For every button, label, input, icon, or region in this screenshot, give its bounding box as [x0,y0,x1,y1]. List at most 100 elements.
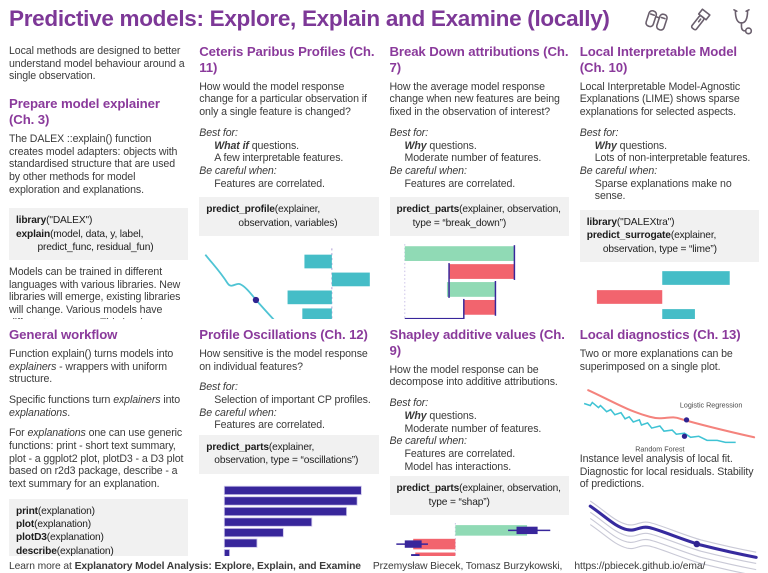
section-intro-prepare: Local methods are designed to better und… [9,39,189,319]
ceteris-paribus-heading: Ceteris Paribus Profiles (Ch. 11) [199,44,375,75]
general-workflow-heading: General workflow [9,327,118,342]
section-profile-oscillations: Profile Oscillations (Ch. 12) How sensit… [199,319,379,556]
cp-chart-svg [204,248,371,319]
cp-profile-line [204,253,275,319]
profile-oscillations-heading: Profile Oscillations (Ch. 12) [199,327,368,342]
lime-bars [596,270,730,319]
stability-observation-dot [693,540,700,548]
best-for-label: Best for: [199,381,238,394]
diagnostics-detail-text: Instance level analysis of local fit. Di… [579,452,754,491]
oscillations-chart-svg [224,485,363,556]
shapley-usage-notes: Best for: Why questions. Moderate number… [390,397,569,473]
prepare-explainer-heading: Prepare model explainer (Ch. 3) [9,96,160,127]
main-profile-line [588,504,758,559]
cp-question-text: How would the model response change for … [199,80,367,119]
careful-when-label: Be careful when: [389,164,467,177]
section-shapley: Shapley additive values (Ch. 9) How the … [389,319,569,556]
break-down-chart [390,242,569,319]
break-down-code-snippet: predict_parts(explainer, observation, ty… [389,197,569,236]
shap-bars [412,524,527,556]
usage-item: Why questions. [404,139,477,152]
best-for-label: Best for: [579,126,619,139]
logistic-regression-label: Logistic Regression [680,402,742,410]
lime-usage-notes: Best for: Why questions. Lots of non-int… [580,127,759,203]
break-down-question-text: How the average model response change wh… [389,80,560,119]
footer: Learn more at Explanatory Model Analysis… [9,561,705,573]
usage-item: Why questions. [404,409,477,422]
usage-item: Moderate number of features. [404,422,542,435]
break-down-usage-notes: Best for: Why questions. Moderate number… [390,127,569,191]
footer-book-link[interactable]: Explanatory Model Analysis: Explore, Exp… [74,560,361,572]
usage-item: Features are correlated. [214,419,325,432]
observation-dots [681,417,689,440]
superimposed-profiles-chart: Logistic Regression Random Forest [580,383,759,454]
lime-code-snippet: library("DALEXtra")predict_surrogate(exp… [579,210,759,262]
generic-functions-code-snippet: print(explanation)plot(explanation)plotD… [9,498,189,556]
random-forest-line [583,401,736,444]
usage-item: Features are correlated. [404,177,516,190]
footer-url-link[interactable]: https://pbiecek.github.io/ema/ [574,560,706,572]
careful-when-label: Be careful when: [199,164,277,177]
break-down-connectors [447,244,515,319]
usage-item: Features are correlated. [214,177,325,190]
footer-prefix-text: Learn more at [9,560,75,572]
binoculars-icon [645,9,668,31]
content-grid: Local methods are designed to better und… [0,37,768,573]
break-down-bars [404,246,514,319]
careful-when-label: Be careful when: [579,164,658,177]
oscillations-chart [199,482,378,556]
lime-chart-svg [596,270,730,319]
flashlight-icon [690,8,711,31]
shap-boxplots [395,526,550,556]
page-title: Predictive models: Explore, Explain and … [9,6,610,31]
usage-item: Model has interactions. [404,460,512,473]
shapley-question-text: How the model response can be decompose … [389,363,558,389]
careful-when-label: Be careful when: [389,435,467,448]
usage-item: Lots of non-interpretable features. [594,152,751,165]
lime-chart [580,268,759,319]
section-lime: Local Interpretable Model (Ch. 10) Local… [579,39,759,319]
section-ceteris-paribus: Ceteris Paribus Profiles (Ch. 11) How wo… [199,39,379,319]
oscillations-bars [224,485,363,556]
careful-when-label: Be careful when: [199,406,277,419]
header-icons [642,5,756,37]
workflow-paragraph: For explanations one can use generic fun… [9,427,184,491]
cp-bars [287,254,371,319]
cp-usage-notes: Best for: What if questions. A few inter… [199,127,378,191]
break-down-chart-svg [403,243,515,319]
prepare-body-text: The DALEX ::explain() function creates m… [9,132,178,196]
best-for-label: Best for: [389,397,429,410]
usage-item: A few interpretable features. [214,152,344,165]
usage-item: Features are correlated. [404,447,516,460]
best-for-label: Best for: [389,126,429,139]
workflow-paragraph: Specific functions turn explainers into … [9,393,181,419]
best-for-label: Best for: [199,126,238,139]
predict-profile-code-snippet: predict_profile(explainer, observation, … [199,197,379,236]
shapley-heading: Shapley additive values (Ch. 9) [389,327,565,358]
superimposed-profiles-svg: Logistic Regression Random Forest [583,389,755,454]
footer-authors-text: Przemysław Biecek, Tomasz Burzykowski, [372,560,563,572]
diagnostics-intro-text: Two or more explanations can be superimp… [579,347,733,373]
lime-heading: Local Interpretable Model (Ch. 10) [579,44,737,75]
local-diagnostics-heading: Local diagnostics (Ch. 13) [579,327,741,342]
usage-item: Why questions. [594,139,667,152]
lime-question-text: Local Interpretable Model-Agnostic Expla… [579,80,741,119]
stethoscope-icon [733,9,753,35]
usage-item: Selection of important CP profiles. [214,393,371,406]
stability-band-svg [588,500,758,573]
neighbour-profile-lines [589,500,757,573]
stability-band-chart [580,500,759,573]
usage-item: Sparse explanations make no sense. [594,177,732,203]
section-general-workflow: General workflow Function explain() turn… [9,319,189,556]
usage-item: What if questions. [214,139,299,152]
page-header: Predictive models: Explore, Explain and … [0,0,768,37]
usage-item: Moderate number of features. [404,152,542,165]
workflow-paragraph: Function explain() turns models into exp… [9,347,174,386]
ceteris-paribus-chart [199,242,378,319]
shap-code-snippet: predict_parts(explainer, observation, ty… [389,476,569,515]
oscillations-usage-notes: Best for: Selection of important CP prof… [199,381,378,432]
oscillations-question-text: How sensitive is the model response on i… [199,347,368,373]
oscillations-code-snippet: predict_parts(explainer, observation, ty… [199,435,379,474]
intro-text: Local methods are designed to better und… [9,45,185,83]
cp-observation-dot [253,296,260,303]
